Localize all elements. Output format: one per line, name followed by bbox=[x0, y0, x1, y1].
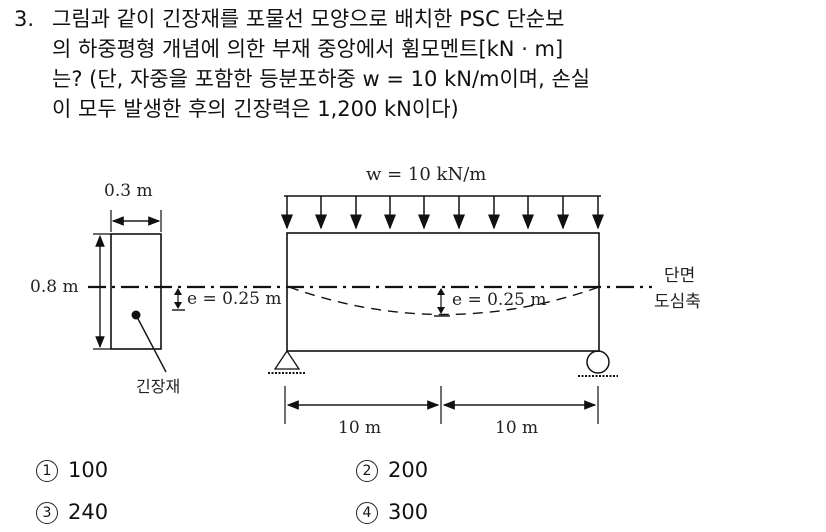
axis-label-line1: 단면 bbox=[664, 266, 695, 286]
choice-3[interactable]: 3 240 bbox=[36, 500, 108, 524]
question-line-1: 그림과 같이 긴장재를 포물선 모양으로 배치한 PSC 단순보 bbox=[52, 7, 565, 31]
question-line-2: 의 하중평형 개념에 의한 부재 중앙에서 휨모멘트[kN · m] bbox=[52, 37, 564, 61]
eccentricity-left: e = 0.25 m bbox=[172, 288, 282, 311]
eccentricity-mid: e = 0.25 m bbox=[452, 290, 547, 310]
choice-marker: 3 bbox=[36, 502, 58, 524]
choice-marker: 4 bbox=[356, 502, 378, 524]
choice-marker: 2 bbox=[356, 460, 378, 482]
choice-value: 100 bbox=[68, 458, 109, 482]
span-left-label: 10 m bbox=[338, 418, 381, 438]
section-height-label: 0.8 m bbox=[30, 277, 79, 297]
choice-1[interactable]: 1 100 bbox=[36, 458, 108, 482]
choice-4[interactable]: 4 300 bbox=[356, 500, 428, 524]
choice-marker: 1 bbox=[36, 460, 58, 482]
tendon-label: 긴장재 bbox=[136, 377, 180, 396]
choice-value: 240 bbox=[68, 500, 109, 524]
question-line-3: 는? (단, 자중을 포함한 등분포하중 w = 10 kN/m이며, 손실 bbox=[52, 67, 591, 91]
cross-section: 0.3 m 0.8 m 긴장재 bbox=[30, 181, 180, 396]
beam: w = 10 kN/m e = 0.25 m bbox=[268, 164, 618, 377]
axis-label-line2: 도심축 bbox=[654, 292, 701, 312]
span-dimensions: 10 m 10 m bbox=[284, 386, 599, 438]
choice-2[interactable]: 2 200 bbox=[356, 458, 428, 482]
question-line-4: 이 모두 발생한 후의 긴장력은 1,200 kN이다) bbox=[52, 97, 459, 121]
question-number: 3. bbox=[14, 7, 35, 31]
svg-text:e = 0.25 m: e = 0.25 m bbox=[187, 289, 282, 309]
section-width-label: 0.3 m bbox=[104, 181, 153, 201]
choice-value: 200 bbox=[388, 458, 429, 482]
span-right-label: 10 m bbox=[495, 418, 538, 438]
beam-figure: 0.3 m 0.8 m 긴장재 e = 0.25 m bbox=[30, 164, 701, 438]
choice-value: 300 bbox=[388, 500, 429, 524]
load-label: w = 10 kN/m bbox=[366, 164, 486, 185]
